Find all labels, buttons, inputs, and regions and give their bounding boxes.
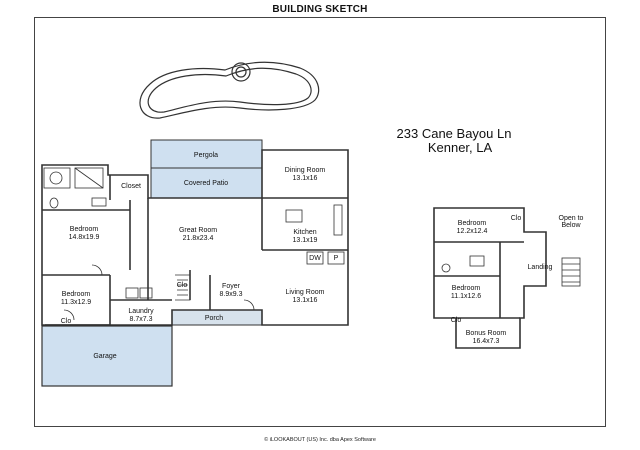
stairs-icon: [175, 274, 191, 301]
pool-inner-outline: [147, 67, 312, 113]
great-room-label: Great Room: [179, 227, 217, 234]
upper-toilet-icon: [441, 263, 451, 273]
porch-label: Porch: [205, 315, 223, 322]
pergola-area: [150, 139, 263, 169]
tub-outline: [43, 167, 71, 189]
spa-outline: [231, 62, 251, 82]
foyer-label: Foyer: [222, 283, 241, 290]
bonus-room-label: Bonus Room: [466, 330, 507, 337]
front-door-swing: [243, 299, 255, 311]
covered-patio-area: [150, 167, 263, 199]
shower-diagonal: [74, 167, 104, 189]
clo-upper2-label: Clo: [451, 317, 462, 324]
open-to-below-line1: Open to: [559, 215, 584, 222]
living-room-size: 13.1x16: [293, 297, 318, 304]
pergola-label: Pergola: [194, 152, 218, 159]
toilet-icon: [49, 197, 59, 209]
shower-outline: [74, 167, 104, 189]
dining-room-size: 13.1x16: [293, 175, 318, 182]
upper-sink-icon: [469, 255, 485, 267]
page-title: BUILDING SKETCH: [272, 4, 368, 15]
dryer-icon: [139, 287, 153, 299]
bonus-room-size: 16.4x7.3: [473, 338, 500, 345]
dishwasher-box: [306, 251, 324, 265]
bedroom1-size: 14.8x19.9: [69, 234, 100, 241]
landing-label: Landing: [528, 264, 553, 271]
laundry-label: Laundry: [128, 308, 154, 315]
sink-icon: [91, 197, 107, 207]
garage-area: [41, 325, 173, 387]
upper-bedroom1-size: 12.2x12.4: [457, 228, 488, 235]
dining-room-label: Dining Room: [285, 167, 326, 174]
upper-bedroom2-size: 11.1x12.6: [451, 293, 481, 300]
door-swing: [91, 264, 103, 276]
address-line2: Kenner, LA: [428, 140, 493, 155]
bedroom1-label: Bedroom: [70, 226, 99, 233]
clo-upper1-label: Clo: [511, 215, 522, 222]
clo-foyer-label: Clo: [177, 282, 188, 289]
p-label: P: [334, 255, 339, 262]
stair-treads: [177, 279, 188, 296]
foyer-size: 8.9x9.3: [220, 291, 243, 298]
pantry-box: [327, 251, 345, 265]
living-room-label: Living Room: [286, 289, 325, 296]
laundry-size: 8.7x7.3: [130, 316, 153, 323]
bedroom2-size: 11.3x12.9: [61, 299, 91, 306]
upper-bedroom1-label: Bedroom: [458, 220, 487, 227]
kitchen-label: Kitchen: [293, 229, 316, 236]
dw-label: DW: [309, 255, 321, 262]
closet-label: Closet: [121, 183, 141, 190]
upper-stairs-icon: [561, 257, 581, 287]
bedroom2-label: Bedroom: [62, 291, 91, 298]
great-room-size: 21.8x23.4: [183, 235, 214, 242]
tub-drain: [49, 171, 63, 185]
upper-floor-outline: [433, 207, 547, 349]
spa-inner: [235, 66, 247, 78]
bedroom2-door-swing: [63, 309, 75, 321]
garage-label: Garage: [93, 353, 116, 360]
covered-patio-label: Covered Patio: [184, 180, 228, 187]
kitchen-size: 13.1x19: [293, 237, 318, 244]
upper-stair-treads: [562, 263, 580, 283]
kitchen-island: [285, 209, 303, 223]
clo-bedroom2-label: Clo: [61, 318, 72, 325]
open-to-below-line2: Below: [561, 222, 581, 229]
kitchen-counter: [333, 204, 343, 236]
main-floor-outline: [41, 149, 349, 326]
footer-copyright: © iLOOKABOUT (US) Inc. dba Apex Software: [264, 437, 376, 443]
sketch-frame: [34, 17, 606, 427]
address-line1: 233 Cane Bayou Ln: [397, 126, 512, 141]
pool-outline: [139, 61, 320, 119]
washer-icon: [125, 287, 139, 299]
upper-bedroom2-label: Bedroom: [452, 285, 481, 292]
